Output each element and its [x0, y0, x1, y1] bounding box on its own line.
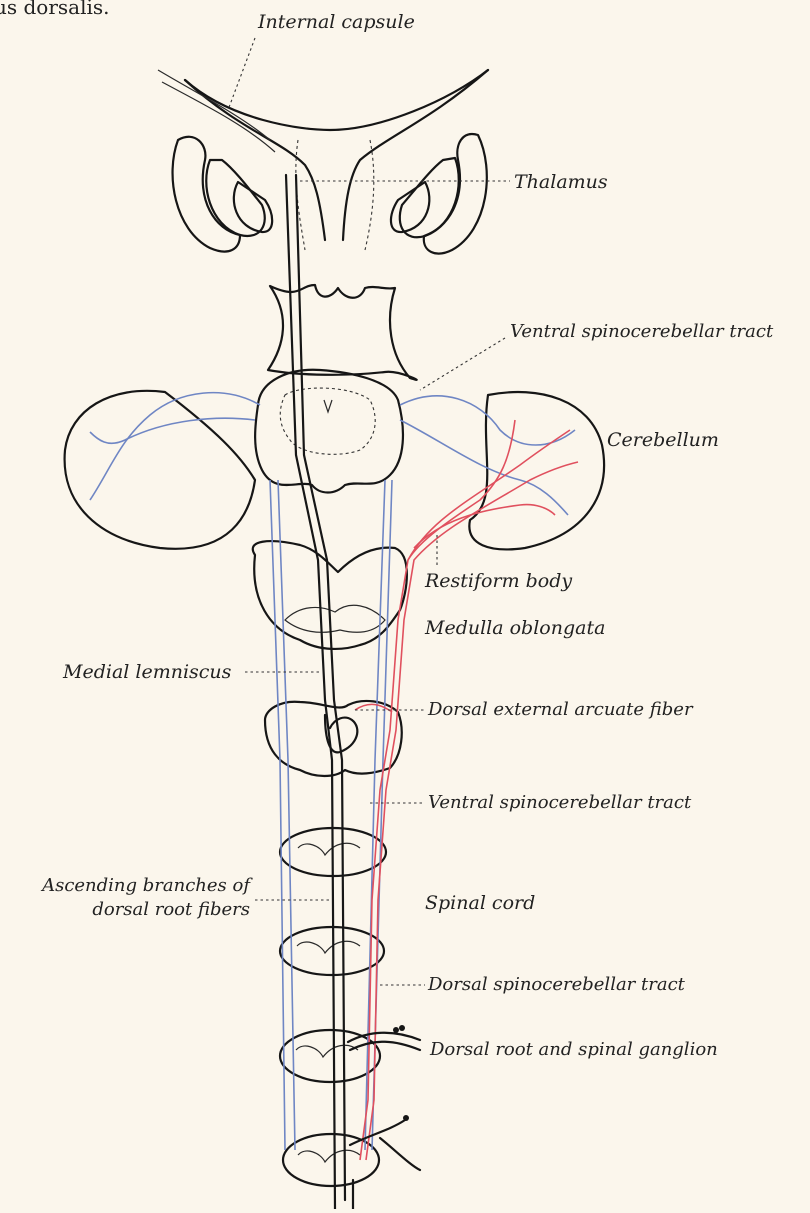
label-cerebellum: Cerebellum	[607, 430, 719, 451]
cerebrum-outline	[158, 70, 488, 240]
label-leaders	[228, 38, 510, 985]
label-ascending-branches-line1: Ascending branches of	[42, 876, 250, 896]
thalamus-right	[391, 134, 487, 254]
cerebellum-right	[469, 392, 604, 549]
header-fragment: us dorsalis.	[0, 0, 110, 18]
label-dorsal-root-ganglion: Dorsal root and spinal ganglion	[430, 1040, 718, 1060]
internal-capsule-dash-right	[365, 140, 374, 250]
label-ventral-spinocerebellar-top: Ventral spinocerebellar tract	[510, 322, 773, 342]
label-ascending-branches-line2: dorsal root fibers	[92, 900, 250, 920]
label-ventral-spinocerebellar-bottom: Ventral spinocerebellar tract	[428, 793, 691, 813]
label-restiform-body: Restiform body	[425, 571, 572, 592]
cerebellum-left	[65, 391, 255, 549]
label-medulla-oblongata: Medulla oblongata	[425, 618, 605, 639]
spinal-section-3	[280, 1030, 380, 1082]
spinal-section-2	[280, 927, 384, 975]
label-internal-capsule: Internal capsule	[258, 12, 415, 33]
thalamus-left	[173, 137, 273, 252]
dorsal-root-ganglion	[348, 1025, 420, 1170]
label-dorsal-external-arcuate: Dorsal external arcuate fiber	[428, 700, 693, 720]
label-spinal-cord: Spinal cord	[425, 893, 535, 914]
pons-section	[255, 370, 403, 493]
label-medial-lemniscus: Medial lemniscus	[63, 662, 231, 683]
label-thalamus: Thalamus	[514, 172, 608, 193]
label-dorsal-spinocerebellar: Dorsal spinocerebellar tract	[428, 975, 685, 995]
